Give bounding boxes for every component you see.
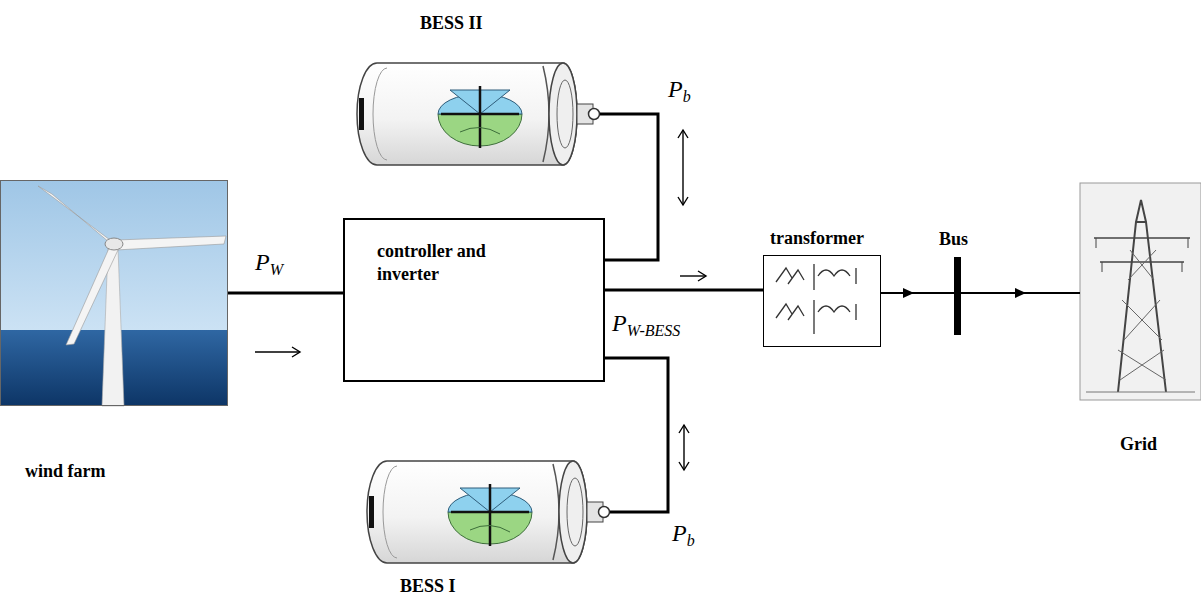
connector-line	[605, 289, 763, 292]
power-symbol: Pb	[668, 76, 691, 105]
battery-unit: BESS II	[355, 60, 600, 168]
arrow-head	[679, 425, 689, 433]
node-label: BESS I	[400, 575, 456, 598]
controller-box: controller and inverter	[343, 218, 605, 382]
arrow-head	[292, 347, 300, 357]
arrow-head	[678, 197, 688, 205]
arrow-head	[1015, 288, 1026, 298]
winding-lead	[814, 264, 856, 334]
arrow-head	[698, 271, 706, 281]
power-flow-connector	[881, 288, 954, 298]
node-label: BESS II	[420, 12, 483, 35]
sky	[0, 180, 228, 406]
arrow-head	[679, 462, 689, 470]
power-flow-connector	[600, 114, 688, 260]
flow-arrow	[682, 130, 683, 205]
node-label: transformer	[770, 227, 864, 250]
arrow-head	[903, 288, 914, 298]
power-flow-connector	[605, 271, 763, 290]
power-flow-connector	[228, 293, 343, 357]
picture-frame	[1, 181, 228, 406]
connector-line	[600, 114, 658, 260]
ground	[1086, 392, 1195, 393]
power-flow-connector	[605, 358, 689, 512]
connector-line	[881, 292, 954, 294]
power-subscript: W	[270, 261, 283, 278]
connector-line	[228, 292, 343, 295]
power-symbol: Pb	[672, 520, 695, 549]
power-subscript: W-BESS	[627, 322, 681, 339]
winding	[818, 270, 850, 312]
transformer-symbol	[776, 264, 856, 334]
flow-arrow	[680, 275, 706, 276]
power-symbol: PW	[255, 249, 283, 278]
power-subscript: b	[683, 88, 691, 105]
transformer-box: transformer	[763, 255, 881, 347]
flow-arrow	[683, 425, 684, 470]
battery-unit: BESS I	[365, 458, 610, 566]
power-subscript: b	[687, 532, 695, 549]
node-label: Bus	[939, 228, 968, 251]
flow-arrow	[255, 351, 300, 352]
picture-frame	[1080, 183, 1201, 400]
power-flow-connector	[961, 288, 1080, 298]
winding	[776, 304, 804, 320]
grid: Grid	[1080, 183, 1201, 400]
pylon-lattice	[1118, 250, 1166, 380]
nacelle	[105, 238, 123, 250]
arrow-head	[678, 130, 688, 138]
node-label: controller and inverter	[377, 240, 547, 285]
winding	[776, 268, 804, 284]
power-symbol: PW-BESS	[612, 310, 680, 339]
blade	[66, 246, 118, 345]
battery-drawing	[357, 63, 600, 165]
bus-bar: Bus	[954, 257, 961, 335]
pylon-arms	[1094, 238, 1190, 262]
blade	[38, 186, 116, 248]
connector-line	[605, 358, 668, 512]
node-label: wind farm	[25, 460, 106, 483]
node-label: Grid	[1120, 433, 1157, 456]
wind-turbine-picture	[0, 180, 228, 406]
pylon-picture	[1080, 183, 1201, 400]
pylon	[1118, 200, 1166, 392]
insulators	[1096, 238, 1188, 272]
blade	[116, 236, 226, 250]
wind-farm: wind farm	[0, 180, 228, 406]
battery-drawing	[367, 461, 610, 563]
